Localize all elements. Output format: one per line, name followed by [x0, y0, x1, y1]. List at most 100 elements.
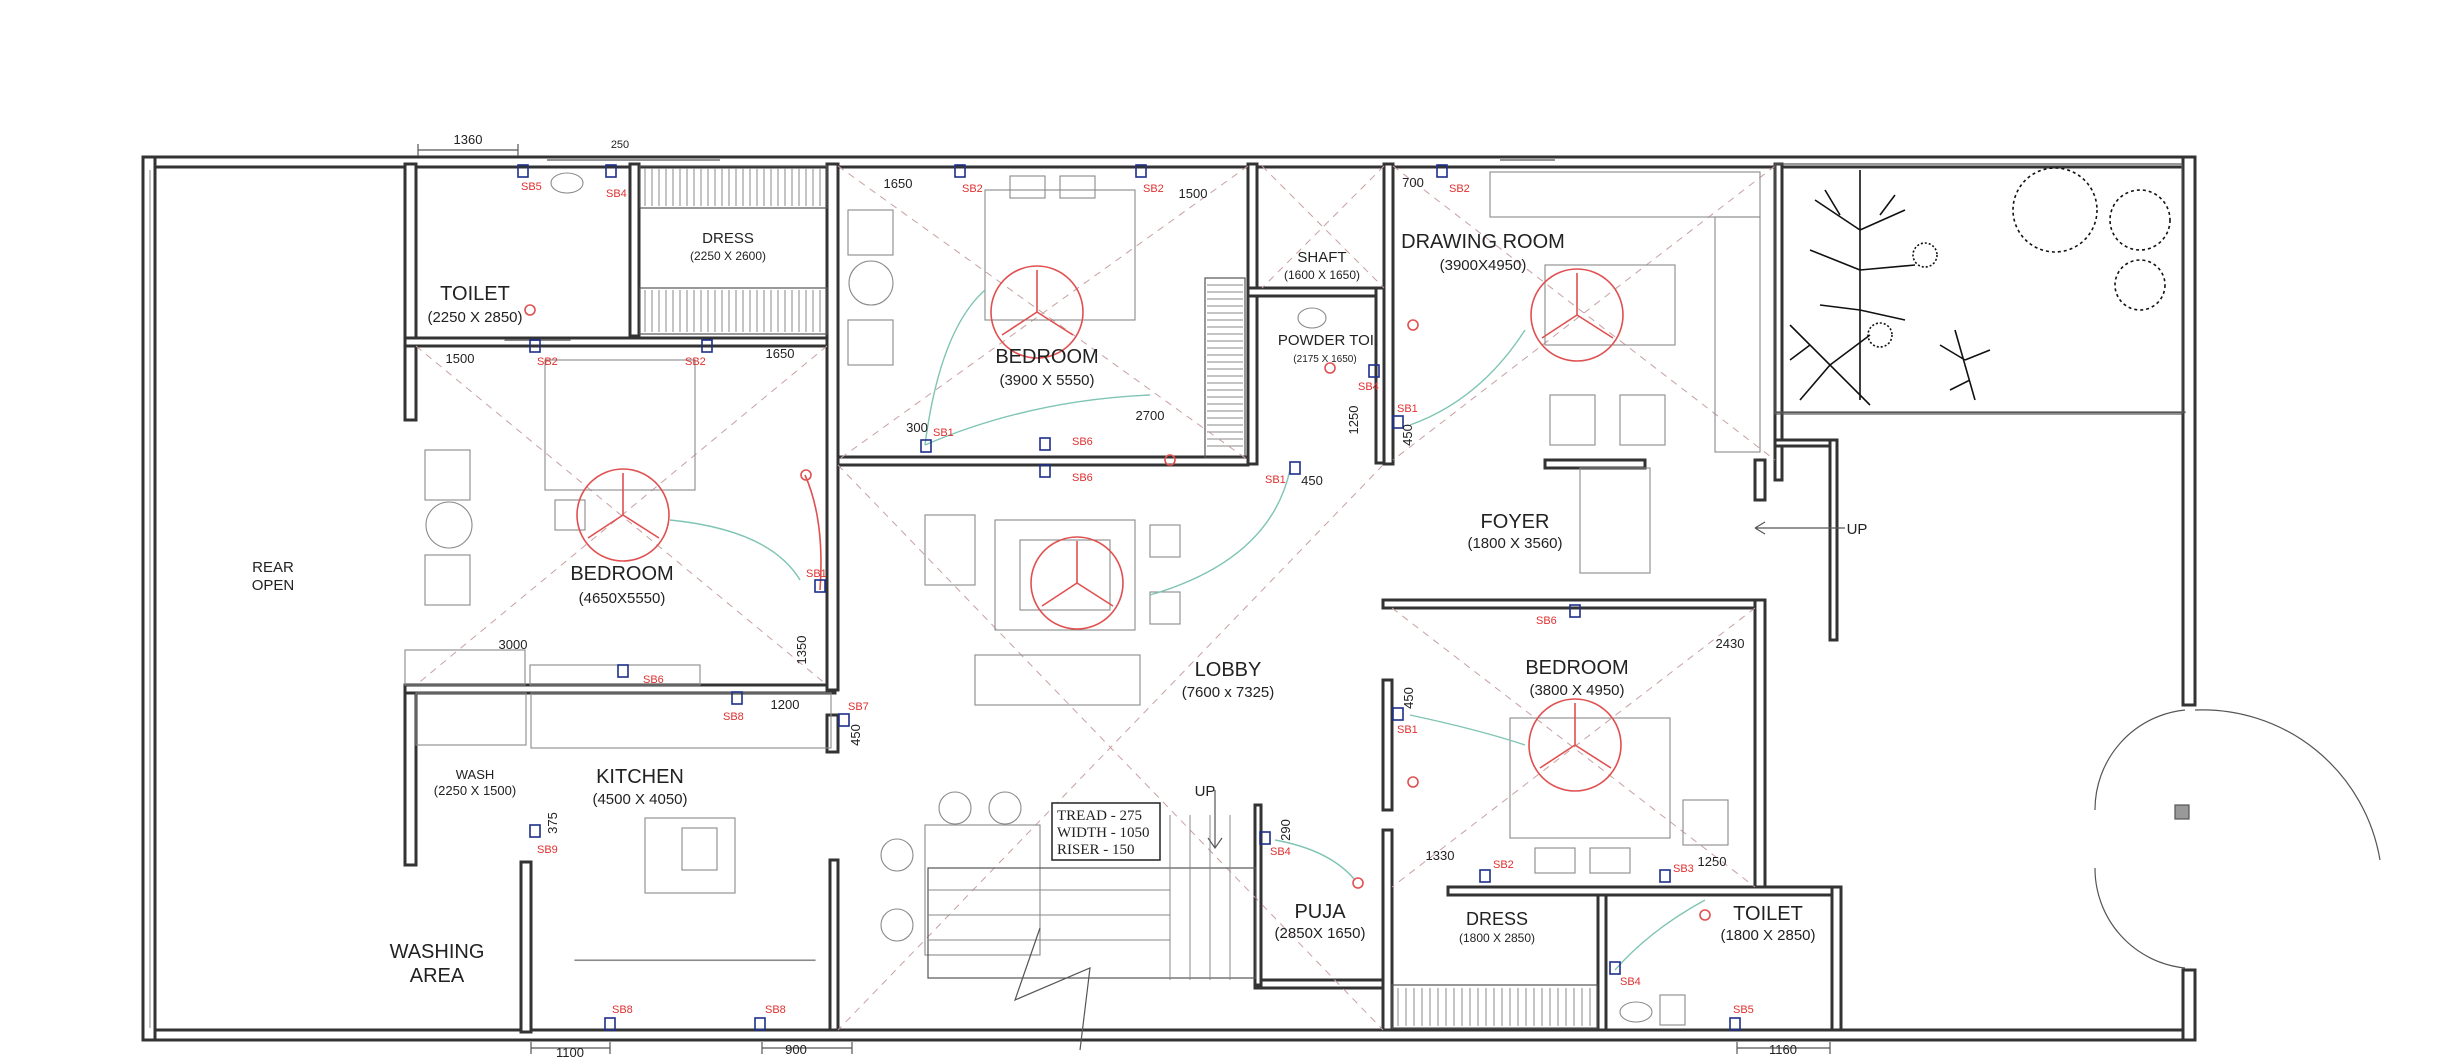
- bedroom-2-name: BEDROOM: [570, 563, 673, 585]
- sb-label: SB1: [1397, 724, 1418, 736]
- bedroom-3-dim: (3800 X 4950): [1529, 682, 1624, 699]
- sb-label: SB6: [643, 674, 664, 686]
- dim-label: 1350: [794, 636, 809, 665]
- dim-label: 1500: [446, 351, 475, 366]
- sb-label: SB6: [1072, 436, 1093, 448]
- hatched-strips: [639, 165, 1598, 1029]
- dim-label: 450: [1401, 687, 1416, 709]
- dress-2-dim: (1800 X 2850): [1459, 931, 1535, 945]
- garden: [1774, 163, 2183, 415]
- sb-label: SB4: [1620, 976, 1641, 988]
- sb-label: SB7: [848, 701, 869, 713]
- dim-label: 700: [1402, 175, 1424, 190]
- dim-label: 1160: [1769, 1042, 1797, 1057]
- outer-walls: [141, 155, 2197, 1042]
- lobby-dim: (7600 x 7325): [1182, 684, 1275, 701]
- foyer-dim: (1800 X 3560): [1467, 535, 1562, 552]
- entrance-up-label: UP: [1847, 521, 1868, 538]
- dress-2-name: DRESS: [1466, 909, 1528, 929]
- sb-label: SB5: [1733, 1004, 1754, 1016]
- sb-label: SB4: [1270, 846, 1291, 858]
- shaft-name: SHAFT: [1297, 249, 1346, 266]
- dim-label: 250: [611, 139, 629, 151]
- dim-label: 1650: [884, 176, 913, 191]
- dim-label: 375: [545, 812, 560, 834]
- sb-label: SB1: [933, 427, 954, 439]
- stair-width: WIDTH - 1050: [1057, 825, 1149, 841]
- ceiling-fans: [576, 265, 1624, 792]
- sb-label: SB2: [1143, 183, 1164, 195]
- switchboard-labels: SB5 SB4 SB2 SB2 SB2 SB2 SB2 SB1 SB6 SB6 …: [521, 181, 1754, 1016]
- fan-icon: [1530, 268, 1624, 362]
- fan-icon: [1030, 536, 1124, 630]
- rear-open-label: REAR: [252, 559, 294, 576]
- dim-label: 1650: [766, 346, 795, 361]
- powder-toilet-name: POWDER TOI.: [1278, 332, 1378, 349]
- entrance-doors: [1754, 521, 2381, 969]
- shaft-dim: (1600 X 1650): [1284, 268, 1360, 282]
- toilet-1-name: TOILET: [440, 283, 510, 305]
- kitchen-dim: (4500 X 4050): [592, 791, 687, 808]
- sb-label: SB2: [962, 183, 983, 195]
- dim-label: 450: [1400, 424, 1415, 446]
- puja-dim: (2850X 1650): [1275, 925, 1366, 942]
- stair-spec-box: TREAD - 275 WIDTH - 1050 RISER - 150: [1051, 802, 1161, 861]
- sb-label: SB2: [1449, 183, 1470, 195]
- fan-icon: [990, 265, 1084, 359]
- dim-label: 1360: [454, 132, 483, 147]
- sb-label: SB6: [1072, 472, 1093, 484]
- drawing-room-name: DRAWING ROOM: [1401, 231, 1565, 253]
- sb-label: SB8: [765, 1004, 786, 1016]
- rear-open-label: OPEN: [252, 577, 295, 594]
- hatch-lines: [644, 168, 1591, 1026]
- bedroom-3-name: BEDROOM: [1525, 657, 1628, 679]
- fan-icon: [1528, 698, 1622, 792]
- bedroom-1-dim: (3900 X 5550): [999, 372, 1094, 389]
- foyer-name: FOYER: [1481, 511, 1550, 533]
- sb-label: SB2: [1493, 859, 1514, 871]
- sb-label: SB2: [685, 356, 706, 368]
- wash-dim: (2250 X 1500): [434, 783, 516, 798]
- toilet-2-dim: (1800 X 2850): [1720, 927, 1815, 944]
- sb-label: SB4: [1358, 381, 1379, 393]
- tree-icon: [1789, 324, 1871, 406]
- shrub-icon: [1867, 167, 2171, 348]
- sb-label: SB5: [521, 181, 542, 193]
- sb-label: SB8: [723, 711, 744, 723]
- sb-label: SB6: [1536, 615, 1557, 627]
- dim-label: 1100: [556, 1045, 584, 1058]
- sb-label: SB1: [1397, 403, 1418, 415]
- tree-icon: [1939, 329, 1991, 401]
- dim-label: 2700: [1136, 408, 1165, 423]
- dress-1-name: DRESS: [702, 230, 754, 247]
- dim-label: 2430: [1716, 636, 1745, 651]
- stair-riser: RISER - 150: [1057, 842, 1135, 858]
- toilet-1-dim: (2250 X 2850): [427, 309, 522, 326]
- sb-label: SB1: [806, 568, 827, 580]
- switchboard-symbols: [517, 164, 1741, 1031]
- dress-1-dim: (2250 X 2600): [690, 249, 766, 263]
- stair-tread: TREAD - 275: [1057, 808, 1142, 824]
- dim-label: 1330: [1426, 848, 1455, 863]
- electrical-wiring: [524, 289, 1711, 971]
- sb-label: SB2: [537, 356, 558, 368]
- interior-walls: [403, 162, 2186, 1034]
- wash-name: WASH: [456, 767, 495, 782]
- stair-up-label: UP: [1195, 783, 1216, 800]
- bedroom-1-name: BEDROOM: [995, 346, 1098, 368]
- washing-area-label: WASHING: [390, 941, 485, 963]
- sb-label: SB8: [612, 1004, 633, 1016]
- dim-label: 1200: [771, 697, 800, 712]
- powder-toilet-dim: (2175 X 1650): [1293, 354, 1356, 365]
- fan-icon: [576, 468, 670, 562]
- dim-label: 1250: [1346, 406, 1361, 435]
- dim-label: 900: [785, 1042, 807, 1057]
- puja-name: PUJA: [1294, 901, 1346, 923]
- sb-label: SB4: [606, 188, 627, 200]
- dim-label: 1500: [1179, 186, 1208, 201]
- sb-label: SB1: [1265, 474, 1286, 486]
- dimensions: 1360 250 1650 1500 700 1500 1650 300 270…: [417, 132, 1831, 1058]
- bedroom-2-dim: (4650X5550): [579, 590, 666, 607]
- staircase: [927, 790, 1257, 1051]
